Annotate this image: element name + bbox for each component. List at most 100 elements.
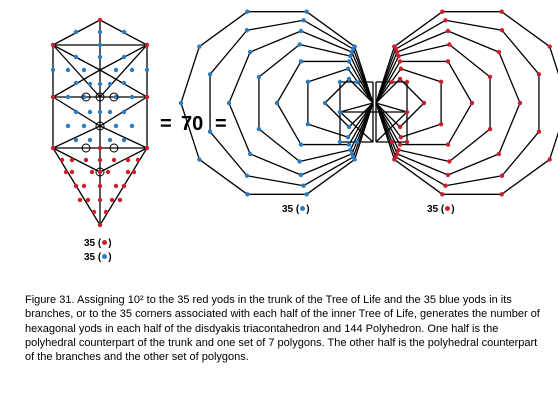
blue-yod (107, 109, 113, 115)
blue-corner-yod (345, 135, 351, 140)
blue-corner-yod (305, 121, 311, 127)
red-corner-yod (499, 192, 504, 197)
blue-yod (73, 29, 79, 35)
red-corner-yod (487, 74, 493, 80)
polygon-edge (348, 102, 374, 128)
sephirah-ring (81, 92, 91, 102)
blue-yod (121, 54, 127, 60)
polygon-edge (447, 153, 500, 176)
polygon-edge (300, 153, 353, 176)
polygon-edge (447, 102, 473, 145)
polygon-edge (445, 19, 503, 31)
blue-corner-yod (244, 173, 250, 178)
blue-corner-yod (226, 100, 232, 106)
red-yod (83, 157, 89, 163)
polygon-edge (398, 43, 450, 57)
red-corner-yod (517, 100, 523, 106)
polygon-edge (249, 153, 302, 176)
blue-yod (87, 109, 93, 115)
red-corner-yod (397, 76, 403, 82)
blue-yod (129, 67, 135, 73)
red-yod (97, 17, 103, 23)
polygon-edge (445, 175, 503, 187)
blue-corner-yod (298, 59, 304, 64)
red-corner-yod (421, 100, 427, 106)
red-corner-yod (389, 79, 395, 85)
polygon-edge (400, 68, 442, 83)
blue-corner-yod (301, 18, 306, 23)
polygon-edge (249, 30, 302, 53)
red-yod (113, 183, 119, 189)
polygon-right-count-label: 35 () (427, 204, 455, 215)
blue-yod (113, 94, 119, 100)
blue-yod (113, 67, 119, 73)
polygon-edge (549, 131, 558, 160)
blue-corner-yod (298, 172, 304, 178)
polygon-edge (348, 78, 374, 104)
red-yod (131, 169, 137, 175)
blue-corner-yod (322, 100, 328, 106)
red-corner-yod (445, 142, 451, 147)
blue-corner-yod (346, 124, 352, 130)
red-yod (91, 209, 97, 215)
blue-yod (87, 81, 93, 87)
red-yod (97, 183, 103, 189)
polygon-edge (375, 102, 402, 138)
red-corner-yod (396, 147, 401, 153)
polygon-edge (246, 19, 304, 31)
red-yod (109, 197, 115, 203)
polygon-edge (498, 51, 521, 104)
red-corner-yod (389, 139, 395, 145)
polygon-edge (209, 29, 248, 75)
polygon-edge (375, 111, 408, 143)
blue-corner-yod (245, 192, 250, 197)
blue-yod (121, 137, 127, 143)
polygon-edge (303, 19, 354, 50)
blue-yod (65, 123, 71, 129)
red-yod (89, 169, 95, 175)
blue-yod (97, 109, 103, 115)
polygon-edge (303, 156, 354, 187)
blue-corner-yod (337, 79, 343, 85)
polygon-edge (399, 78, 425, 104)
polygon-edge (258, 43, 301, 78)
red-corner-yod (404, 139, 410, 145)
polygon-edge (299, 149, 351, 163)
red-yod (50, 145, 56, 151)
blue-dot-icon (300, 205, 306, 211)
blue-corner-yod (345, 66, 351, 71)
red-yod (97, 157, 103, 163)
blue-dot-icon (102, 253, 108, 259)
red-corner-yod (396, 53, 401, 59)
polygon-edge (375, 102, 401, 128)
blue-yod (113, 123, 119, 129)
red-dot-icon (102, 239, 108, 245)
red-corner-yod (438, 79, 444, 85)
polygon-edge (501, 11, 551, 48)
blue-corner-yod (348, 147, 353, 153)
polygon-edge (209, 131, 248, 177)
red-corner-yod (499, 9, 504, 14)
blue-corner-yod (207, 129, 213, 134)
blue-corner-yod (305, 79, 311, 85)
blue-yod (81, 67, 87, 73)
polygon-edge (307, 68, 349, 83)
polygon-left-count-label: 35 () (282, 204, 310, 215)
polygon-edge (354, 102, 374, 160)
polygon-edge (324, 102, 350, 128)
blue-yod (65, 94, 71, 100)
polygon-edge (180, 102, 200, 160)
tree-path-line (52, 44, 101, 98)
polygon-edge (448, 128, 491, 163)
red-corner-yod (499, 28, 505, 33)
polygon-edge (396, 153, 449, 176)
sephirah-ring (81, 143, 91, 153)
polygon-edge (395, 156, 446, 187)
red-yod (73, 183, 79, 189)
red-corner-yod (398, 66, 404, 71)
polygon-edge (180, 46, 200, 104)
blue-corner-yod (354, 139, 360, 145)
red-yod (121, 183, 127, 189)
red-corner-yod (397, 142, 403, 147)
red-yod (69, 169, 75, 175)
